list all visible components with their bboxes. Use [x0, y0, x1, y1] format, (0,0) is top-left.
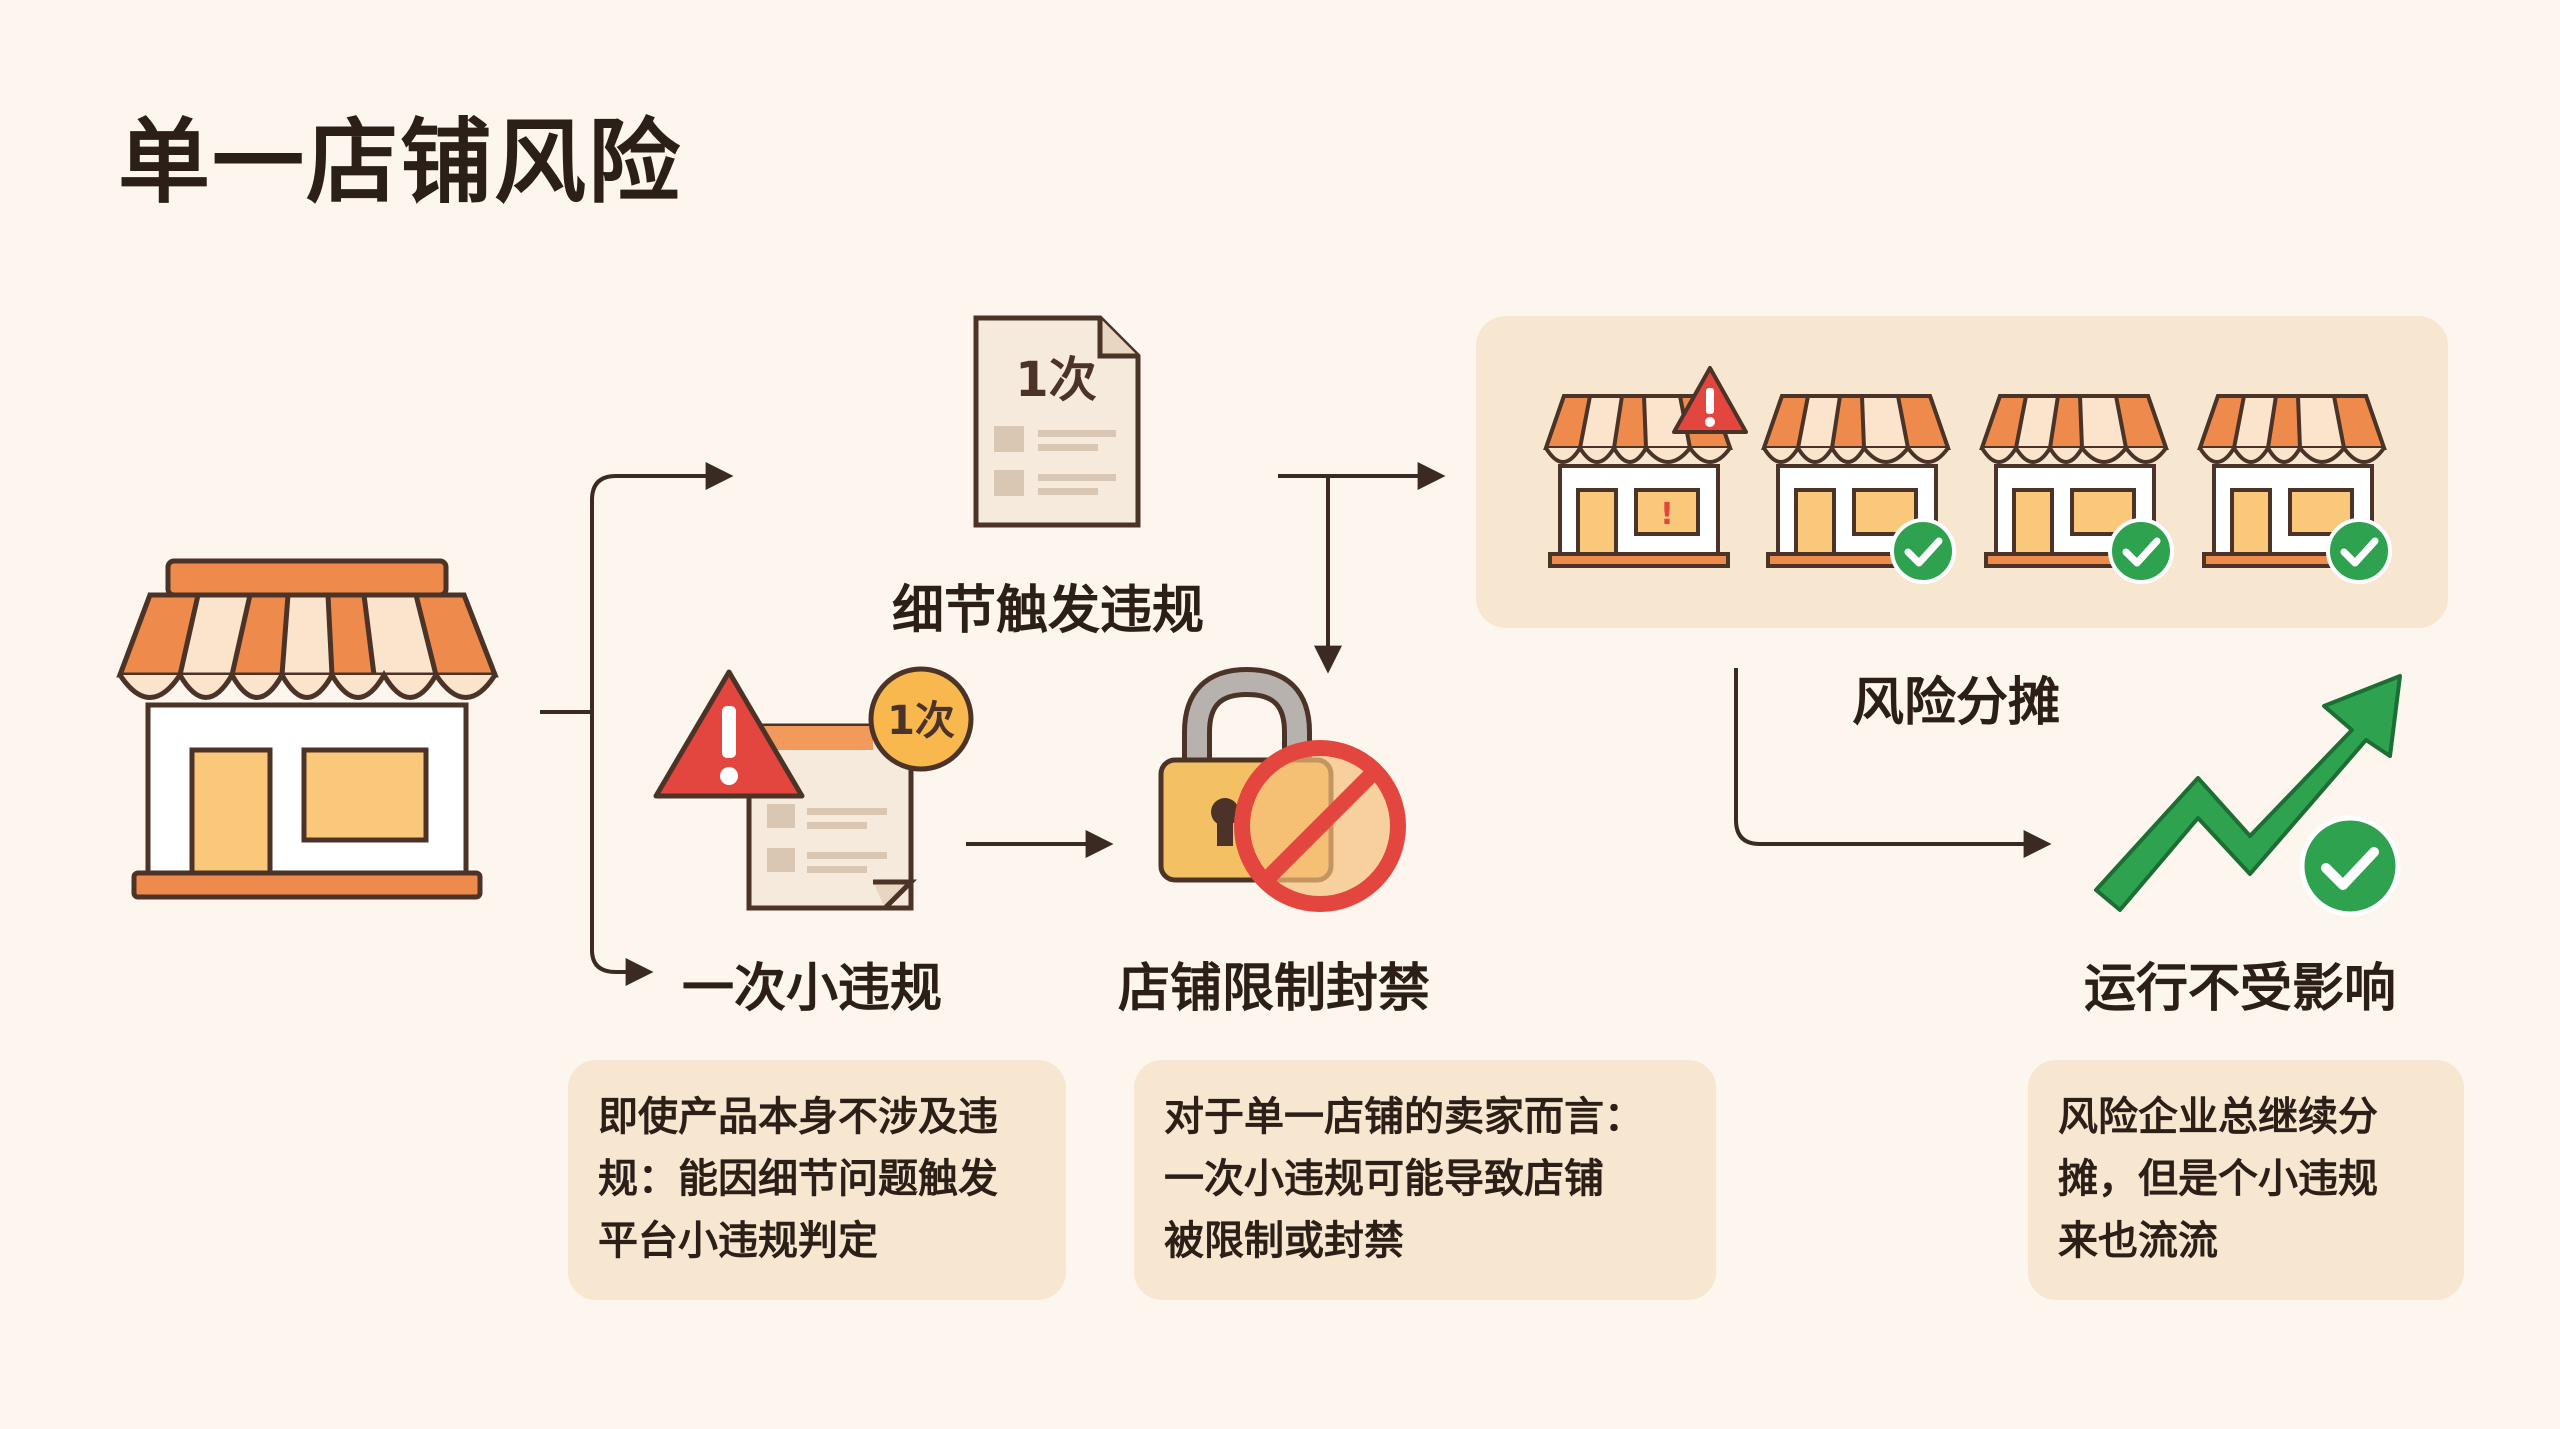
label-operation-unaffected: 运行不受影响 — [2084, 959, 2397, 1019]
doc-count-text: 1次 — [1015, 352, 1096, 408]
box3-line: 风险企业总继续分 — [2058, 1094, 2378, 1140]
description-box-3: 风险企业总继续分 摊，但是个小违规 来也流流 — [2028, 1060, 2464, 1300]
label-detail-violation: 细节触发违规 — [892, 581, 1205, 641]
store-icon — [116, 558, 499, 900]
label-minor-violation: 一次小违规 — [682, 959, 943, 1019]
rising-arrow-icon — [2094, 674, 2402, 912]
document-icon: 1次 — [973, 315, 1141, 528]
box2-line: 被限制或封禁 — [1164, 1218, 1404, 1264]
box1-line: 规：能因细节问题触发 — [598, 1156, 998, 1202]
warning-icon — [653, 669, 805, 799]
box1-line: 即使产品本身不涉及违 — [598, 1094, 998, 1140]
box3-line: 来也流流 — [2058, 1218, 2218, 1264]
box1-line: 平台小违规判定 — [598, 1218, 878, 1264]
check-badge-icon — [2326, 518, 2392, 584]
box2-line: 一次小违规可能导致店铺 — [1164, 1156, 1604, 1202]
box2-line: 对于单一店铺的卖家而言： — [1164, 1094, 1644, 1140]
alert-count-text: 1次 — [887, 698, 955, 744]
count-badge: 1次 — [868, 666, 974, 772]
prohibited-icon — [1234, 740, 1406, 912]
check-badge-icon — [1890, 518, 1956, 584]
page-title: 单一店铺风险 — [118, 109, 683, 216]
description-box-2: 对于单一店铺的卖家而言： 一次小违规可能导致店铺 被限制或封禁 — [1134, 1060, 1716, 1300]
svg-text:!: ! — [1660, 497, 1674, 532]
label-store-restricted: 店铺限制封禁 — [1118, 959, 1431, 1019]
label-risk-sharing: 风险分摊 — [1852, 673, 2061, 733]
box3-line: 摊，但是个小违规 — [2058, 1156, 2378, 1202]
check-badge-icon — [2108, 518, 2174, 584]
check-badge-icon — [2299, 815, 2401, 917]
store-warning-icon — [1672, 366, 1748, 434]
description-box-1: 即使产品本身不涉及违 规：能因细节问题触发 平台小违规判定 — [568, 1060, 1066, 1300]
